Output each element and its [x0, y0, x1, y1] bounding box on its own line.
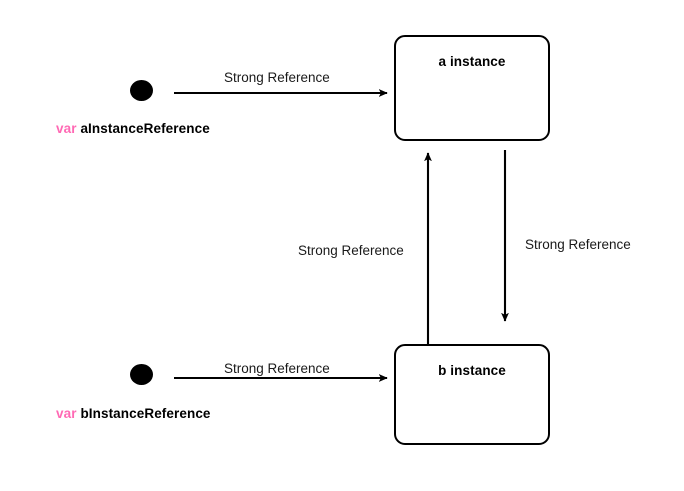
- node-b-instance-label: b instance: [438, 363, 506, 378]
- edge-label-b-var-to-b-instance: Strong Reference: [224, 361, 330, 376]
- keyword-var: var: [56, 406, 77, 421]
- keyword-var: var: [56, 121, 77, 136]
- edge-label-b-instance-to-a-instance: Strong Reference: [298, 243, 404, 258]
- variable-name-a-instance-reference: aInstanceReference: [80, 121, 210, 136]
- node-a-instance-label: a instance: [438, 54, 506, 69]
- variable-declaration-a-instance-reference: var aInstanceReference: [56, 121, 210, 136]
- node-a-instance[interactable]: a instance: [394, 35, 550, 141]
- edge-label-a-var-to-a-instance: Strong Reference: [224, 70, 330, 85]
- edge-label-a-instance-to-b-instance: Strong Reference: [525, 237, 631, 252]
- reference-dot-b-instance: [130, 364, 153, 385]
- reference-dot-a-instance: [130, 80, 153, 101]
- variable-declaration-b-instance-reference: var bInstanceReference: [56, 406, 211, 421]
- variable-name-b-instance-reference: bInstanceReference: [80, 406, 211, 421]
- node-b-instance[interactable]: b instance: [394, 344, 550, 445]
